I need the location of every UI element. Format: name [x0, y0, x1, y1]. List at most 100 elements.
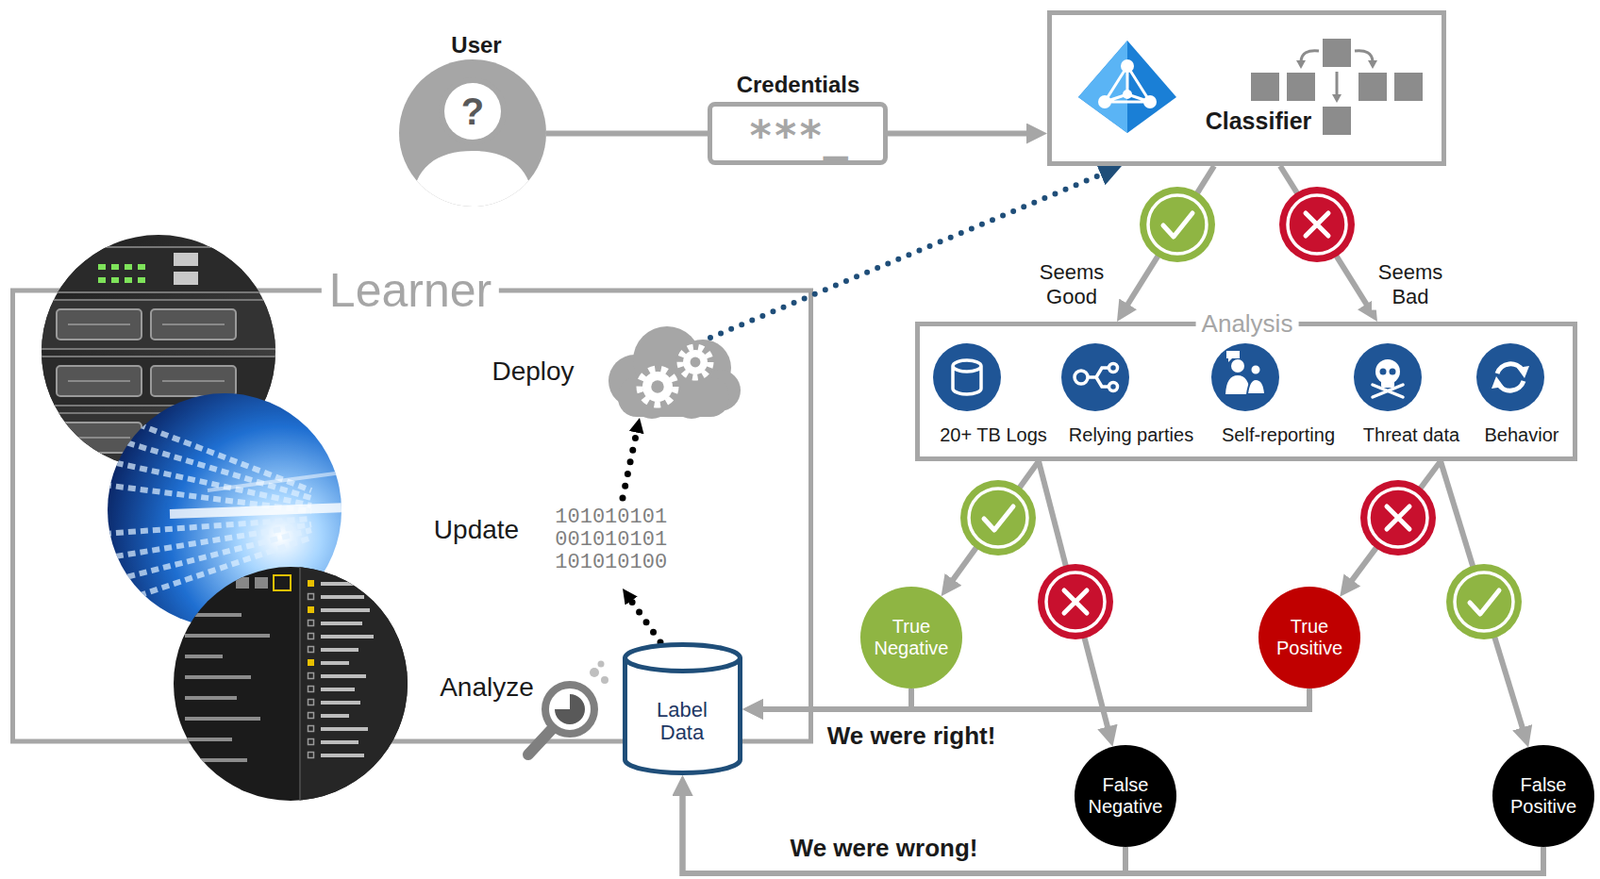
check-mark-part — [1139, 186, 1216, 263]
server-photo-part — [173, 252, 199, 267]
analysis-source-icons-part — [1250, 365, 1262, 376]
server-photo-part — [150, 309, 236, 340]
text-holder: Credentials — [736, 71, 861, 100]
dashboard-screenshot-part — [320, 582, 357, 586]
server-photo-part — [124, 277, 133, 284]
flowchart-icon-part — [1354, 50, 1373, 62]
cloud-shape-part — [617, 377, 730, 417]
dashboard-screenshot-part — [320, 700, 361, 705]
icon-label: 20+ TB Logs — [939, 423, 1048, 447]
analysis-source-icons-part — [1109, 364, 1118, 373]
connector — [751, 688, 1310, 710]
text-holder: Analyze — [439, 671, 534, 704]
credentials-box: Credentials***_ — [707, 101, 888, 166]
outcome-label: False Positive — [1498, 774, 1589, 818]
analysis-source-icons — [933, 343, 1545, 412]
source-icon: 20+ TB Logs — [933, 343, 1001, 412]
check-mark-part — [1469, 590, 1500, 615]
cross-mark-part — [1305, 213, 1329, 236]
analysis-source-icons-part — [952, 360, 982, 395]
dashboard-screenshot-part — [308, 713, 315, 719]
text-holder: Deploy — [491, 355, 574, 388]
step-label: Deploy — [491, 355, 574, 388]
analysis-source-icons-part — [1211, 343, 1280, 412]
user-icon-part — [411, 150, 534, 212]
cloud-shape-part — [683, 350, 708, 375]
magnifier-icon-part — [600, 676, 609, 684]
server-photo-part — [67, 323, 131, 326]
analysis-source-icons-part — [1231, 359, 1245, 373]
dashboard-screenshot-part — [307, 580, 315, 667]
server-photo-part — [37, 247, 284, 293]
dashboard-screenshot-part — [235, 577, 250, 589]
analysis-source-icons-part — [1226, 350, 1240, 363]
azure-ad-icon-part — [1122, 89, 1133, 100]
dashboard-screenshot-part — [184, 633, 270, 638]
flowchart-icon-part — [1322, 106, 1351, 135]
cross-mark-part — [1360, 480, 1436, 556]
outcome-label: True Negative — [866, 616, 957, 660]
box-title: Classifier — [1205, 106, 1313, 135]
question-mark: ? — [461, 92, 484, 131]
check-mark — [960, 480, 1036, 556]
analysis-panel: Analysis20+ TB LogsRelying partiesSelf-r… — [915, 321, 1578, 462]
magnifier-icon-part — [554, 694, 585, 725]
text-holder: Self-reporting — [1221, 423, 1335, 447]
password-mask: ***_ — [748, 115, 849, 157]
check-mark-part — [960, 480, 1036, 556]
panel-title: Learner — [321, 265, 500, 317]
dashboard-screenshot-part — [308, 739, 315, 746]
server-photo-part — [67, 436, 131, 439]
flowchart-icon-part — [1300, 50, 1319, 62]
dashboard-screenshot-part — [307, 659, 315, 667]
text-holder: False Negative — [1080, 774, 1171, 818]
magnifier-icon — [528, 661, 609, 756]
text-holder: Update — [433, 514, 519, 547]
connector — [946, 461, 1039, 589]
check-mark-part — [1163, 213, 1193, 237]
binary-photo-part — [103, 524, 312, 559]
analysis-source-icons-part — [1380, 368, 1387, 376]
dashboard-screenshot-part — [320, 608, 370, 613]
dashboard-screenshot-part — [308, 752, 315, 759]
cross-mark-part — [1037, 564, 1114, 640]
dashboard-screenshot-part — [169, 563, 416, 809]
text-holder: False Positive — [1498, 774, 1589, 818]
check-mark — [1139, 186, 1216, 263]
check-mark-part — [1148, 195, 1207, 254]
azure-ad-icon-part — [1078, 40, 1128, 134]
flowchart-icon-part — [1394, 72, 1423, 101]
dashboard-screenshot-part — [307, 606, 315, 614]
server-photo-part — [56, 366, 142, 397]
dashboard-screenshot-part — [254, 577, 268, 589]
icon-label: Threat data — [1363, 423, 1460, 447]
check-mark-part — [1446, 564, 1522, 640]
user-icon-part — [411, 150, 534, 212]
dashboard-screenshot-part — [308, 594, 315, 600]
store-label: Label Data — [639, 699, 725, 745]
dashboard-screenshot-part — [320, 727, 368, 732]
dashboard-screenshot-part — [300, 563, 416, 809]
connector — [1280, 166, 1373, 315]
text-holder: Relying parties — [1068, 423, 1194, 447]
text-holder: Analysis — [1196, 310, 1300, 338]
analysis-source-icons-part — [1247, 379, 1266, 395]
label-data-cylinder: Label Data — [622, 642, 743, 776]
analysis-source-icons-part — [1381, 379, 1395, 388]
analysis-source-icons-part — [1074, 364, 1118, 392]
step-label: Update — [433, 514, 519, 547]
text-holder: We were right! — [824, 721, 1000, 751]
analysis-source-icons-part — [1074, 370, 1088, 384]
dashboard-screenshot-part — [308, 686, 315, 693]
dashboard-screenshot-part — [308, 673, 315, 680]
binary-photo-part — [169, 507, 350, 515]
dashboard-screenshot-part — [308, 726, 315, 733]
edge-label: Seems Good — [1033, 260, 1111, 311]
outcome-circle: True Positive — [1258, 586, 1361, 689]
flowchart-icon-part — [1322, 38, 1351, 67]
dashboard-screenshot-part — [320, 582, 374, 758]
deploy-cloud: Deploy — [597, 315, 739, 424]
azure-ad-icon-part — [1098, 95, 1112, 109]
text-holder: Label Data — [639, 699, 725, 745]
